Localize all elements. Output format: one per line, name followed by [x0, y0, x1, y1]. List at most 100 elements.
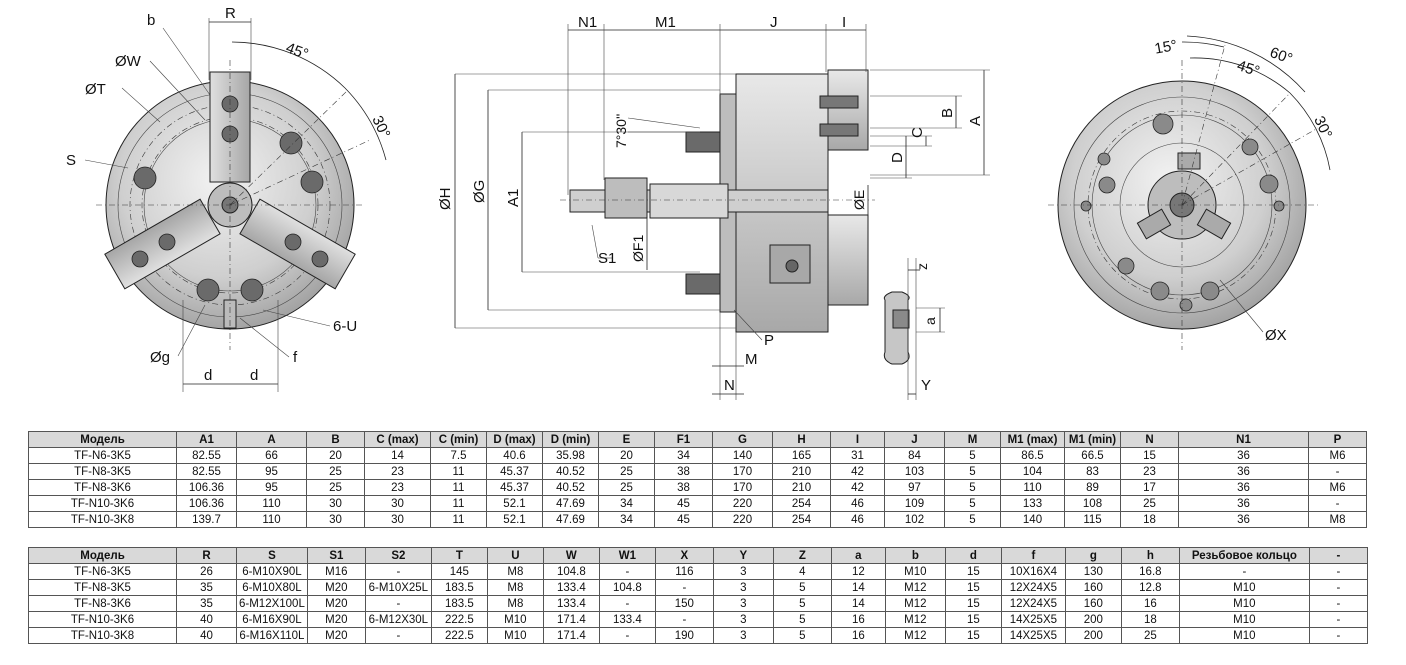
table2-header: Y [712, 547, 774, 564]
model-cell: TF-N10-3K6 [28, 611, 177, 628]
table-cell: 170 [712, 479, 773, 496]
table-cell: 5 [944, 479, 1001, 496]
table-cell: 140 [712, 447, 773, 464]
table-cell: 52.1 [486, 511, 543, 528]
table-cell: 3 [712, 595, 774, 612]
table-cell: - [654, 579, 714, 596]
table-cell: 45.37 [486, 479, 543, 496]
table-cell: 12 [830, 563, 886, 580]
table-cell: 30 [364, 511, 431, 528]
table-cell: 15 [944, 611, 1002, 628]
table-cell: 30 [306, 495, 365, 512]
table-cell: 20 [598, 447, 655, 464]
table-cell: 42 [830, 463, 885, 480]
table-cell: - [1308, 495, 1367, 512]
table-cell: 82.55 [176, 447, 237, 464]
model-cell: TF-N6-3K5 [28, 563, 177, 580]
table-cell: 46 [830, 495, 885, 512]
table1-header: N1 [1178, 431, 1309, 448]
table-cell: 14 [830, 579, 886, 596]
table-cell: - [364, 595, 432, 612]
table-cell: 66 [236, 447, 307, 464]
side-label-A1: A1 [505, 189, 522, 207]
table-cell: M6 [1308, 447, 1367, 464]
table1-header: H [772, 431, 831, 448]
table1-header: C (min) [430, 431, 487, 448]
side-label-Y: Y [921, 377, 931, 394]
jaw-side-bottom [827, 214, 869, 306]
table-cell: 171.4 [542, 627, 600, 644]
table-cell: 103 [884, 463, 945, 480]
table2-header: S2 [364, 547, 432, 564]
side-label-J: J [770, 14, 778, 31]
table-cell: 11 [430, 495, 487, 512]
table-cell: 47.69 [542, 495, 599, 512]
table1-header: P [1308, 431, 1367, 448]
side-label-P: P [764, 332, 774, 349]
table-cell: 38 [654, 463, 713, 480]
side-label-A: A [967, 116, 984, 126]
table-cell: 97 [884, 479, 945, 496]
table-cell: M16 [306, 563, 366, 580]
side-label-B: B [939, 108, 956, 118]
table-cell: M8 [486, 563, 544, 580]
table2-header: X [654, 547, 714, 564]
table-cell: 3 [712, 627, 774, 644]
side-label-z: z [914, 263, 930, 270]
technical-drawing: b R ØW ØT S 45° 30° Øg d d f 6-U [66, 5, 1335, 400]
table-cell: 40.52 [542, 463, 599, 480]
table1-header: A [236, 431, 307, 448]
side-label-E: ØE [851, 190, 867, 210]
table-cell: 12X24X5 [1000, 579, 1066, 596]
table-cell: 220 [712, 495, 773, 512]
table-cell: 89 [1064, 479, 1121, 496]
table-cell: 40.52 [542, 479, 599, 496]
table-cell: 190 [654, 627, 714, 644]
table-cell: 16 [830, 627, 886, 644]
table-cell: M8 [486, 595, 544, 612]
table-cell: 25 [1120, 627, 1180, 644]
table-cell: 35 [176, 595, 237, 612]
model-cell: TF-N10-3K8 [28, 511, 177, 528]
table-cell: 104 [1000, 463, 1065, 480]
table-cell: 254 [772, 495, 831, 512]
front-label-S: S [66, 152, 76, 169]
table-cell: M12 [884, 611, 946, 628]
table-cell: M12 [884, 595, 946, 612]
front-label-d1: d [204, 367, 212, 384]
table-cell: 25 [306, 463, 365, 480]
front-label-b: b [147, 12, 155, 29]
table-cell: 165 [772, 447, 831, 464]
table1-header: M [944, 431, 1001, 448]
table-cell: 82.55 [176, 463, 237, 480]
table-cell: 35.98 [542, 447, 599, 464]
model-cell: TF-N8-3K5 [28, 579, 177, 596]
table-cell: 10X16X4 [1000, 563, 1066, 580]
table-cell: - [364, 627, 432, 644]
table-cell: 46 [830, 511, 885, 528]
table2-header: U [486, 547, 544, 564]
table-cell: 254 [772, 511, 831, 528]
side-label-M1: M1 [655, 14, 676, 31]
table-cell: 5 [772, 611, 832, 628]
table1-header: N [1120, 431, 1179, 448]
table-cell: 104.8 [542, 563, 600, 580]
table-cell: M20 [306, 579, 366, 596]
model-cell: TF-N6-3K5 [28, 447, 177, 464]
table-cell: 14 [830, 595, 886, 612]
back-label-15: 15° [1153, 37, 1178, 58]
table-cell: M8 [1308, 511, 1367, 528]
table-cell: 6-M12X30L [364, 611, 432, 628]
table-cell: 3 [712, 579, 774, 596]
table2-header: h [1120, 547, 1180, 564]
table-cell: 5 [944, 447, 1001, 464]
table1-header: J [884, 431, 945, 448]
table1-header: D (max) [486, 431, 543, 448]
table-cell: M20 [306, 595, 366, 612]
table-cell: 222.5 [430, 611, 488, 628]
front-label-45: 45° [283, 39, 310, 63]
spec-table-1: Модель A1 A B C (max) C (min) D (max) D … [28, 431, 1367, 528]
